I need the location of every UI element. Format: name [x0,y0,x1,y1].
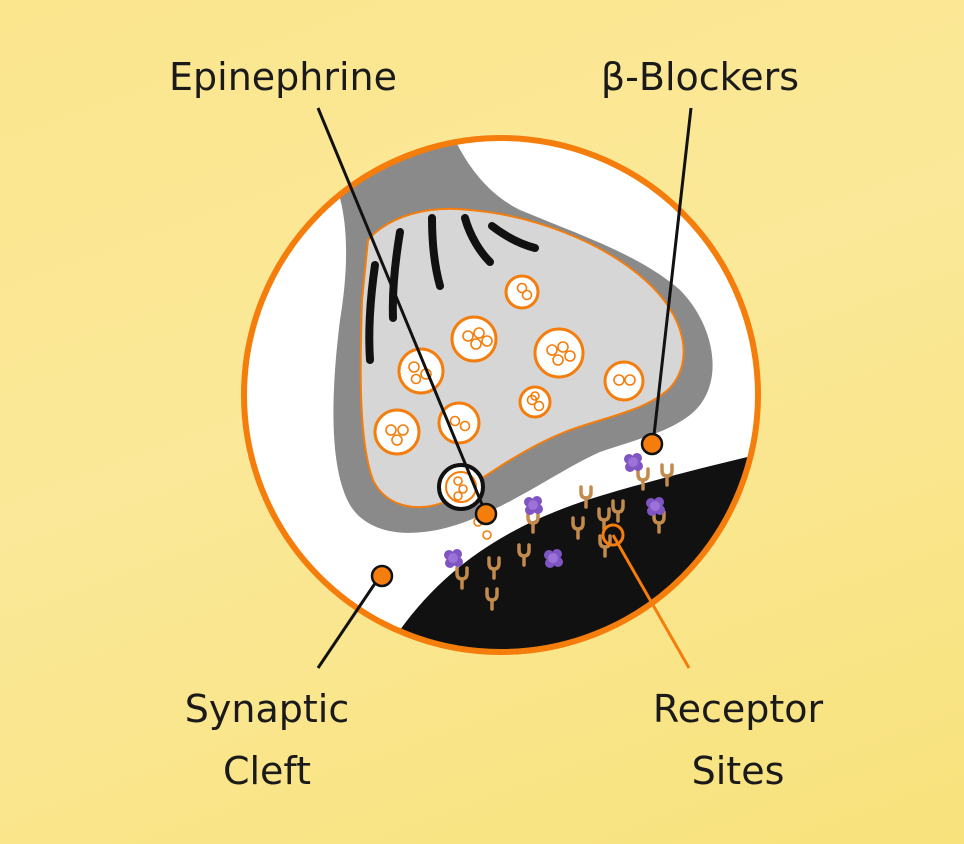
fusing-vesicle [437,463,485,511]
vesicle-contents [385,282,636,446]
receptor-sites-marker [601,523,625,547]
beta-blockers-marker [640,432,664,456]
beta-blockers-label: β-Blockers [601,55,799,99]
epinephrine-leader-line [316,107,488,515]
synaptic-cleft-marker [370,564,394,588]
receptor-sites-label-line1: Receptor [653,687,824,731]
synapse-circle-ring [241,135,761,655]
vesicles [373,274,645,456]
receptor-sites-leader-line [611,534,691,669]
epinephrine-label: Epinephrine [169,55,397,99]
synaptic-cleft-leader-line [316,575,382,669]
synaptic-cleft-label-line1: Synaptic [185,687,349,731]
synaptic-cleft-label-line2: Cleft [223,749,311,793]
receptor-sites-label-line2: Sites [692,749,785,793]
microtubules [365,214,539,364]
beta-blockers-leader-line [651,107,693,445]
epinephrine-marker [474,502,498,526]
